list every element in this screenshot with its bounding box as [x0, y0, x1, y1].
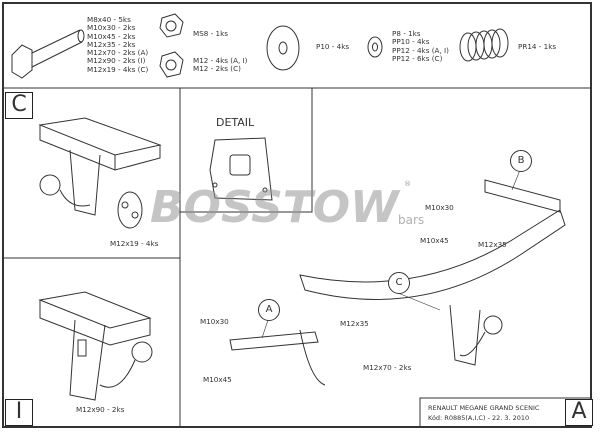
panel-i-letter: I [5, 399, 33, 426]
label-m12x35-right: M12x35 [478, 240, 507, 249]
panel-c-letter: C [5, 92, 33, 119]
label-m10x45-left: M10x45 [203, 375, 232, 384]
sheet-border [2, 2, 592, 428]
nut-qty: M12 - 2ks (C) [193, 64, 241, 74]
label-m10x30-left: M10x30 [200, 317, 229, 326]
nut-icon [159, 51, 184, 78]
label-m12x70: M12x70 - 2ks [363, 363, 412, 372]
panel-c-callout: M12x19 - 4ks [110, 239, 159, 248]
bolt-qty: M8x40 - 5ks [87, 15, 131, 24]
label-m10x30-right: M10x30 [425, 203, 454, 212]
bolt-icon [11, 29, 85, 79]
callout-b: B [510, 150, 532, 172]
title-code: Kód: R0885(A,I,C) - 22. 3. 2010 [428, 414, 530, 422]
callout-a: A [258, 299, 280, 321]
panel-c-drawing [38, 117, 162, 229]
spring-icon [459, 28, 509, 62]
washer-list: P8 - 1ks PP10 - 4ks PP12 - 4ks (A, I) PP… [392, 29, 449, 63]
nut-qty: M12 - 4ks (A, I) [193, 56, 248, 65]
title-model: RENAULT MEGANE GRAND SCENIC [428, 404, 540, 412]
bolt-qty: M12x35 - 2ks [87, 39, 136, 49]
washer-qty: PP12 - 6ks (C) [392, 53, 443, 63]
bolt-qty: M10x30 - 2ks [87, 23, 136, 33]
detail-title: DETAIL [216, 116, 255, 129]
label-m10x45-right: M10x45 [420, 236, 449, 245]
sheet-letter: A [565, 399, 593, 426]
washer-qty: P8 - 1ks [392, 29, 421, 38]
panel-i-drawing [38, 291, 153, 401]
watermark-brand: BOSSTOW [150, 182, 399, 233]
nut-m12-list: M12 - 4ks (A, I) M12 - 2ks (C) [193, 56, 248, 74]
nut-ms8-label: MS8 - 1ks [193, 29, 228, 38]
towbar-drawing [229, 179, 566, 386]
bolt-qty: M12x90 - 2ks (I) [87, 56, 146, 66]
washer-qty: PP10 - 4ks [392, 37, 430, 47]
bolt-qty: M10x45 - 2ks [87, 31, 136, 41]
washer-icon [266, 25, 300, 71]
label-m12x35-left: M12x35 [340, 319, 369, 328]
detail-drawing [209, 137, 273, 201]
washer-icon [367, 36, 383, 58]
callout-c: C [388, 272, 410, 294]
spring-label: PR14 - 1ks [518, 42, 557, 51]
bolt-qty: M12x19 - 4ks (C) [87, 64, 149, 74]
nut-icon [159, 13, 184, 38]
panel-i-callout: M12x90 - 2ks [76, 405, 125, 414]
washer-qty: PP12 - 4ks (A, I) [392, 45, 449, 55]
bolt-qty: M12x70 - 2ks (A) [87, 48, 149, 58]
washer-p10-label: P10 - 4ks [316, 42, 350, 51]
bolt-list: M8x40 - 5ks M10x30 - 2ks M10x45 - 2ks M1… [87, 15, 149, 74]
watermark-reg: ® [404, 179, 412, 188]
watermark-sub: bars [398, 213, 425, 227]
